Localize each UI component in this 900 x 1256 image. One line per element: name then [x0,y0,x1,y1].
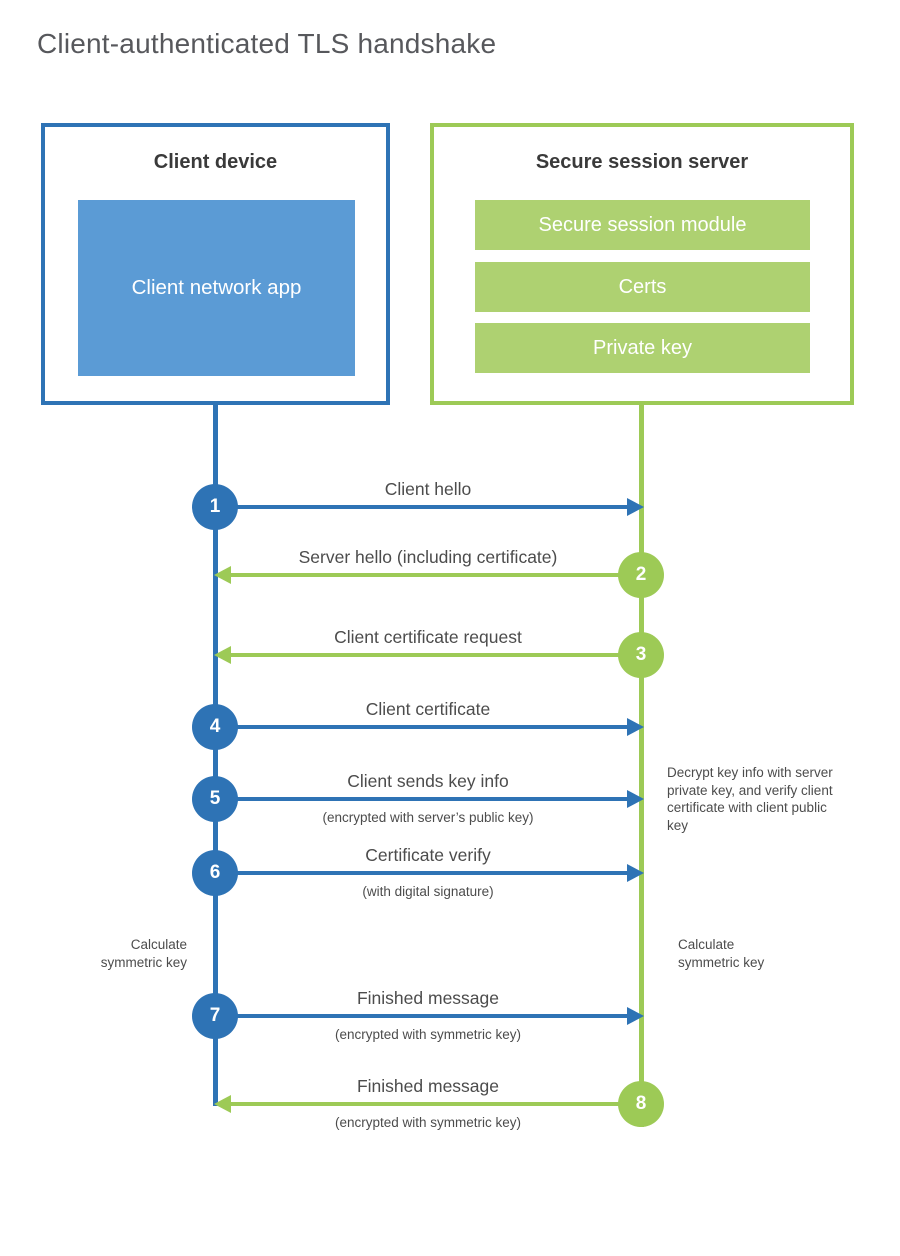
module-bar-certs: Certs [475,262,810,312]
step-number-2: 2 [635,564,647,585]
arrowhead-right-6 [627,864,644,882]
server-title: Secure session server [535,151,749,173]
client-lifeline [213,405,218,1106]
arrowhead-left-3 [214,646,231,664]
step-circle-7: 7 [192,993,238,1039]
step-circle-1: 1 [192,484,238,530]
message-arrow-5 [215,797,628,801]
step-circle-3: 3 [618,632,664,678]
client-network-app-box: Client network app [78,200,355,376]
client-device-title: Client device [153,151,278,173]
arrowhead-right-5 [627,790,644,808]
message-label-8: Finished message [356,1076,500,1096]
step-number-5: 5 [209,788,221,809]
message-sublabel-7: (encrypted with symmetric key) [334,1027,522,1042]
step-number-4: 4 [209,716,221,737]
module-bar-private-key: Private key [475,323,810,373]
message-label-6: Certificate verify [365,845,491,865]
message-arrow-7 [215,1014,628,1018]
calc-symmetric-key-client: Calculate symmetric key [100,937,187,970]
arrowhead-right-1 [627,498,644,516]
client-network-app-label: Client network app [131,276,302,299]
step-circle-6: 6 [192,850,238,896]
step-number-1: 1 [209,496,221,517]
message-arrow-6 [215,871,628,875]
page-title: Client-authenticated TLS handshake [37,28,497,59]
step-number-6: 6 [209,862,221,883]
message-label-3: Client certificate request [334,627,522,647]
step-number-3: 3 [635,644,647,665]
step-circle-8: 8 [618,1081,664,1127]
message-arrow-4 [215,725,628,729]
step-circle-4: 4 [192,704,238,750]
client-device-box: Client device Client network app [41,123,390,405]
arrowhead-left-8 [214,1095,231,1113]
calc-symmetric-key-server: Calculate symmetric key [678,937,765,970]
message-label-7: Finished message [356,988,500,1008]
message-sublabel-6: (with digital signature) [362,884,494,899]
message-label-4: Client certificate [365,699,491,719]
message-sublabel-5: (encrypted with server’s public key) [322,810,534,825]
message-arrow-3 [231,653,641,657]
message-label-2: Server hello (including certificate) [298,547,558,567]
arrowhead-right-4 [627,718,644,736]
step-circle-5: 5 [192,776,238,822]
message-arrow-2 [231,573,641,577]
arrowhead-right-7 [627,1007,644,1025]
server-lifeline [639,405,644,1127]
step-number-7: 7 [209,1005,221,1026]
arrowhead-left-2 [214,566,231,584]
message-label-5: Client sends key info [347,771,509,791]
step-circle-2: 2 [618,552,664,598]
server-box: Secure session server Secure session mod… [430,123,854,405]
message-label-1: Client hello [384,479,472,499]
message-arrow-8 [231,1102,641,1106]
step-number-8: 8 [635,1093,647,1114]
decrypt-note: Decrypt key info with server private key… [667,765,833,833]
module-bar-secure-session-module: Secure session module [475,200,810,250]
message-sublabel-8: (encrypted with symmetric key) [334,1115,522,1130]
message-arrow-1 [215,505,628,509]
